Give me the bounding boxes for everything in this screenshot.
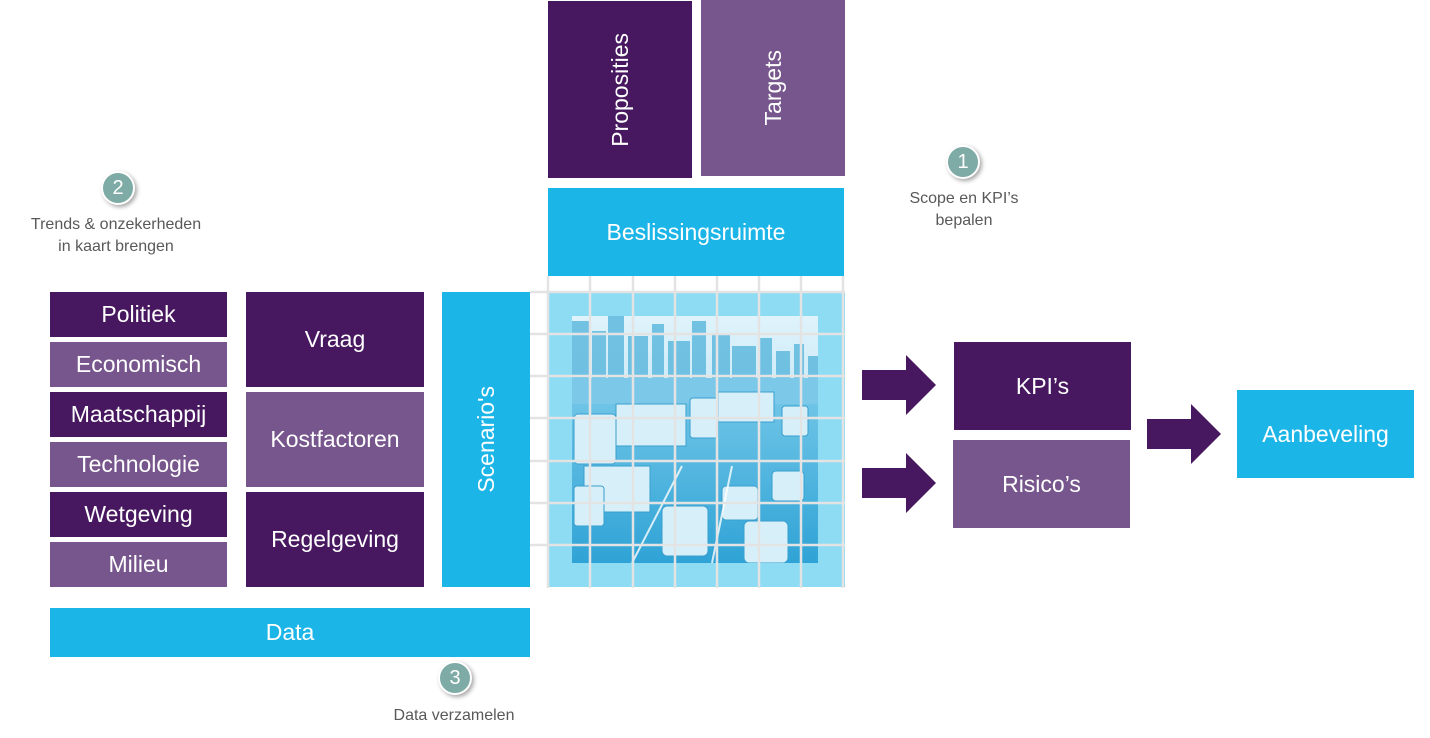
targets-label: Targets — [759, 50, 786, 126]
factor-label: Regelgeving — [271, 526, 399, 552]
arrow-to-risks-icon — [862, 453, 936, 513]
trend-item-economisch: Economisch — [50, 342, 227, 387]
trend-item-maatschappij: Maatschappij — [50, 392, 227, 437]
step-2-caption-line2: in kaart brengen — [58, 238, 174, 255]
factor-item-vraag: Vraag — [246, 292, 424, 387]
step-1-number: 1 — [957, 150, 969, 173]
trend-item-wetgeving: Wetgeving — [50, 492, 227, 537]
targets-box: Targets — [701, 0, 845, 176]
kpis-label: KPI’s — [1015, 372, 1070, 399]
factor-item-kostfactoren: Kostfactoren — [246, 392, 424, 487]
data-bar: Data — [50, 608, 530, 657]
trend-item-milieu: Milieu — [50, 542, 227, 587]
step-1-caption: Scope en KPI’s bepalen — [884, 188, 1044, 232]
trend-label: Maatschappij — [70, 401, 207, 427]
step-1-caption-line1: Scope en KPI’s — [909, 190, 1019, 207]
recommendation-box: Aanbeveling — [1237, 390, 1414, 478]
step-1-badge: 1 — [946, 145, 980, 179]
step-3-number: 3 — [449, 666, 461, 689]
trend-label: Politiek — [101, 301, 176, 327]
trend-item-politiek: Politiek — [50, 292, 227, 337]
grid-overlay — [530, 276, 845, 588]
trend-label: Wetgeving — [84, 501, 193, 527]
step-3-caption-line1: Data verzamelen — [393, 707, 515, 724]
step-1-caption-line2: bepalen — [935, 212, 993, 229]
step-2-badge: 2 — [101, 171, 135, 205]
propositions-label: Proposities — [606, 32, 633, 147]
propositions-box: Proposities — [548, 1, 692, 178]
step-3-caption: Data verzamelen — [372, 705, 536, 727]
step-2-number: 2 — [112, 176, 124, 199]
risks-label: Risico’s — [1002, 470, 1081, 497]
logistics-image — [572, 316, 818, 563]
factor-item-regelgeving: Regelgeving — [246, 492, 424, 587]
arrow-to-kpis-icon — [862, 355, 936, 415]
kpis-box: KPI’s — [954, 342, 1131, 430]
risks-box: Risico’s — [953, 440, 1130, 528]
factor-label: Vraag — [304, 326, 366, 352]
trend-label: Milieu — [108, 551, 169, 577]
trend-item-technologie: Technologie — [50, 442, 227, 487]
step-2-caption-line1: Trends & onzekerheden — [30, 216, 202, 233]
arrow-to-recommendation-icon — [1147, 404, 1221, 464]
recommendation-label: Aanbeveling — [1262, 420, 1389, 447]
scenarios-label: Scenario's — [472, 386, 499, 493]
trend-label: Technologie — [77, 451, 200, 477]
trend-label: Economisch — [75, 351, 202, 377]
scenarios-box: Scenario's — [442, 292, 530, 587]
decision-space-box: Beslissingsruimte — [548, 188, 844, 276]
step-2-caption: Trends & onzekerheden in kaart brengen — [0, 214, 232, 258]
decision-space-label: Beslissingsruimte — [606, 218, 786, 245]
step-3-badge: 3 — [438, 661, 472, 695]
factor-label: Kostfactoren — [270, 426, 400, 452]
data-bar-label: Data — [265, 619, 315, 645]
